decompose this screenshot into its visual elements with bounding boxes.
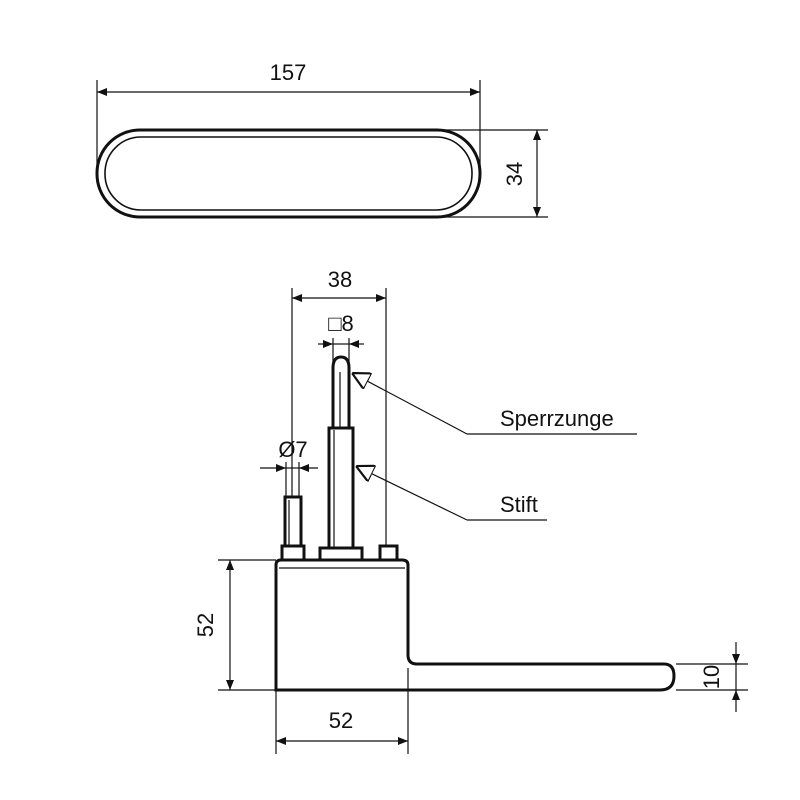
height-dimension-label: 34 (502, 162, 527, 186)
square-dimension-label: □8 (328, 311, 354, 336)
top-view: 157 34 (95, 60, 548, 219)
stift-label: Stift (500, 492, 538, 517)
base-height-dimension-label: 52 (193, 613, 218, 637)
spacing-dimension-label: 38 (328, 267, 352, 292)
width-dimension-label: 157 (270, 60, 307, 85)
small-pin (283, 495, 303, 549)
side-view: 38 □8 Ø7 52 (193, 267, 748, 754)
handle-outline-outer (95, 128, 482, 219)
handle-outline-inner (104, 136, 473, 211)
base-width-dimension-label: 52 (329, 708, 353, 733)
diameter-dimension-label: Ø7 (278, 437, 307, 462)
stift-leader (356, 466, 468, 521)
base-block-and-plate (274, 558, 676, 692)
small-pin-collar (280, 544, 306, 562)
sperrzunge-leader (352, 373, 468, 435)
pin-shaft (327, 426, 355, 552)
pin-base-collar (318, 546, 364, 562)
locking-tongue (331, 355, 351, 430)
sperrzunge-label: Sperrzunge (500, 406, 614, 431)
right-stud (378, 544, 399, 562)
plate-thickness-dimension-label: 10 (699, 665, 724, 689)
